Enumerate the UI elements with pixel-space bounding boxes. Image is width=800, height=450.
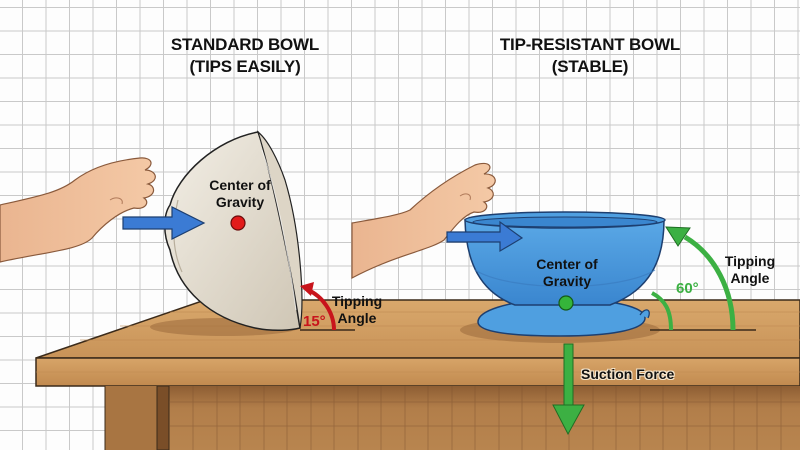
label-line: Gravity: [215, 194, 265, 210]
push-arrow-icon: [122, 206, 206, 240]
label-line: Center of: [536, 256, 598, 272]
center-of-gravity-dot-green: [558, 295, 574, 311]
label-line: Center of: [209, 177, 271, 193]
tipping-angle-arc-red: [300, 282, 355, 331]
table: [35, 299, 800, 450]
title-text: STANDARD BOWL: [170, 35, 320, 54]
center-of-gravity-label-left: Center of Gravity: [195, 177, 285, 211]
panel-right-title: TIP-RESISTANT BOWL (STABLE): [475, 34, 705, 78]
suction-force-arrow-icon: [552, 343, 585, 436]
label-line: Angle: [337, 310, 377, 326]
tipping-angle-label-right: Tipping Angle: [720, 253, 780, 287]
center-of-gravity-dot-red: [230, 215, 246, 231]
tipping-angle-arc-green: [650, 226, 756, 331]
subtitle-text: (STABLE): [551, 57, 629, 76]
tipping-angle-value-left: 15°: [303, 313, 326, 330]
center-of-gravity-label-right: Center of Gravity: [522, 256, 612, 290]
label-line: Angle: [730, 270, 770, 286]
tip-resistant-bowl: [460, 211, 666, 343]
tipping-angle-label-left: Tipping Angle: [327, 293, 387, 327]
subtitle-text: (TIPS EASILY): [189, 57, 301, 76]
label-line: Gravity: [542, 273, 592, 289]
suction-force-label: Suction Force: [581, 366, 675, 382]
label-line: Tipping: [331, 293, 383, 309]
push-arrow-icon: [446, 220, 524, 253]
label-line: Tipping: [724, 253, 776, 269]
tipping-angle-value-right: 60°: [676, 280, 699, 297]
right-hand-icon: [351, 162, 496, 280]
panel-left-title: STANDARD BOWL (TIPS EASILY): [150, 34, 340, 78]
left-hand-icon: [0, 157, 156, 263]
standard-bowl: [150, 130, 303, 336]
title-text: TIP-RESISTANT BOWL: [499, 35, 681, 54]
